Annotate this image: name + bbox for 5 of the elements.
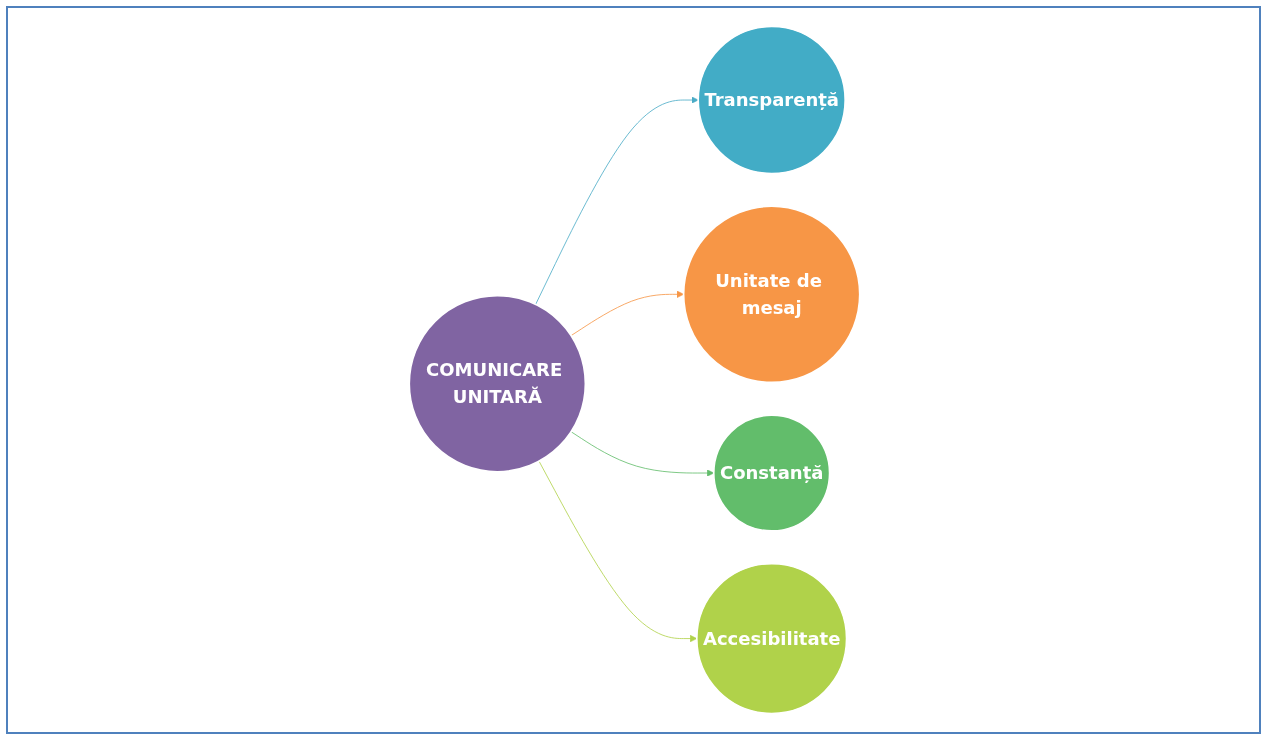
node-circle: COMUNICARE UNITARĂ <box>408 294 587 473</box>
node-circle: Transparență <box>697 25 846 175</box>
node-circle: Unitate de mesaj <box>682 205 861 384</box>
node-circle: Accesibilitate <box>696 562 848 715</box>
node-circle: Constanță <box>712 414 831 532</box>
